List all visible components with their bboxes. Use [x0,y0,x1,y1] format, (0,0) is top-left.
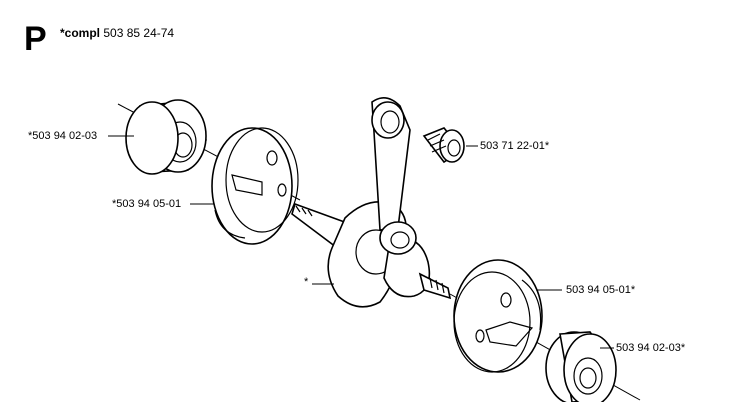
crankshaft [291,201,452,308]
section-letter: P [24,20,47,58]
right-ball-bearing [545,331,617,402]
callout-needle-bearing: 503 71 22-01* [480,140,550,152]
compl-prefix: *compl [60,26,101,40]
needle-bearing [422,127,465,164]
connecting-rod [371,97,417,255]
assembly-number: *compl 503 85 24-74 [60,26,174,40]
callout-right-seal: 503 94 05-01* [566,284,636,296]
left-seal-plate [211,127,299,245]
callout-left-seal: *503 94 05-01 [112,198,182,210]
compl-number: 503 85 24-74 [103,26,175,40]
callout-left-bearing: *503 94 02-03 [28,130,98,142]
callout-right-bearing: 503 94 02-03* [616,342,686,354]
callout-crankshaft: * [304,276,309,288]
left-ball-bearing [125,99,207,175]
leader-lines [108,135,614,349]
right-seal-plate [453,259,543,373]
